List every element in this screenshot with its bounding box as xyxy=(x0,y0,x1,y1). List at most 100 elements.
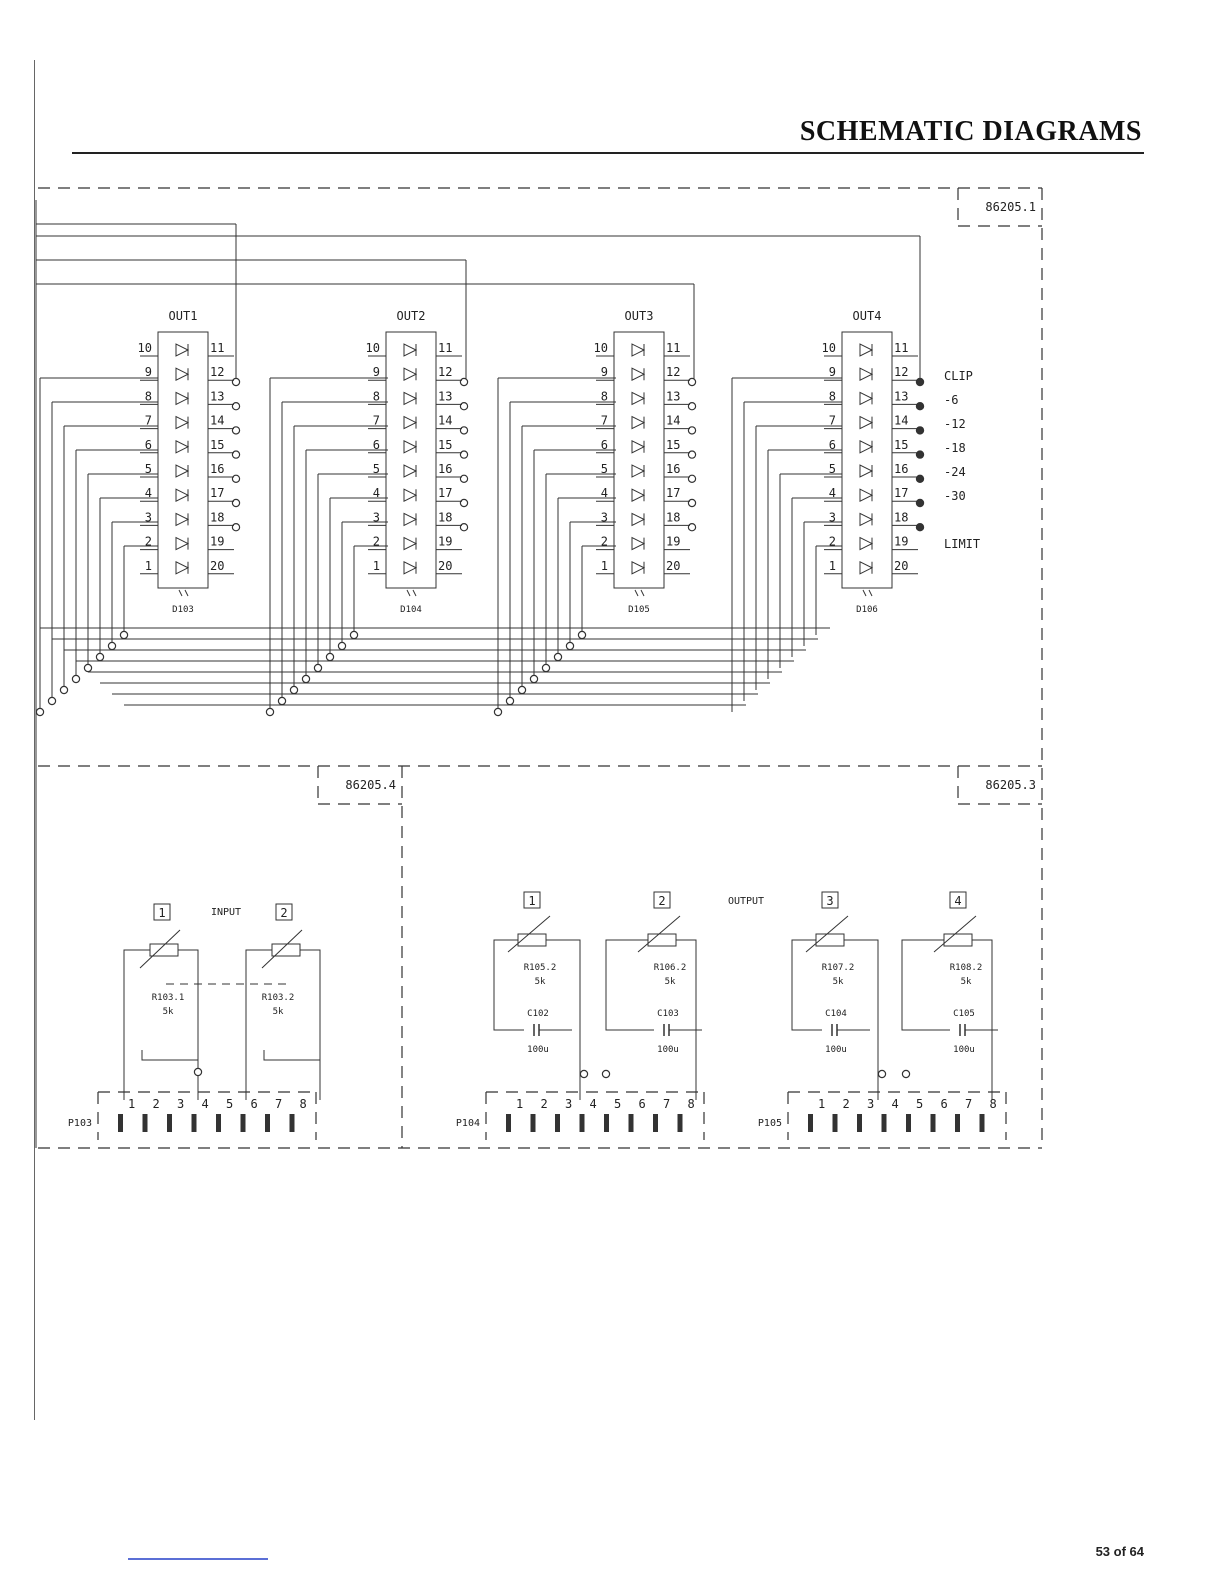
pin-label: 2 xyxy=(601,535,608,549)
pin-label: 20 xyxy=(210,559,224,573)
connector-pin-label: 1 xyxy=(516,1097,523,1111)
pin-label: 6 xyxy=(601,438,608,452)
junction-dot xyxy=(493,707,503,717)
connector-pin xyxy=(142,1114,148,1132)
pot-value: 5k xyxy=(961,977,972,987)
pot-value: 5k xyxy=(665,977,676,987)
pin-label: 7 xyxy=(373,414,380,428)
board-tag-top: 86205.1 xyxy=(957,188,1042,227)
output-section: 1R105.25kC102100u2R106.25kC103100u3R107.… xyxy=(456,891,1007,1140)
pot-ref: R105.2 xyxy=(524,963,557,973)
led-diode xyxy=(175,488,190,503)
pot-ref: R108.2 xyxy=(950,963,983,973)
led-diode xyxy=(631,343,646,357)
pin-label: 15 xyxy=(438,438,452,452)
junction-dot xyxy=(687,377,697,387)
junction-dot xyxy=(459,523,469,532)
junction-dot xyxy=(915,402,925,411)
led-diode xyxy=(175,512,190,527)
junction-dot xyxy=(325,652,335,662)
connector-pin-label: 4 xyxy=(590,1097,597,1111)
wire xyxy=(493,939,524,1031)
pin-label: 8 xyxy=(373,389,380,403)
level-label-1: CLIP xyxy=(944,369,973,383)
junction-dot xyxy=(915,426,925,435)
pin-label: 17 xyxy=(894,486,908,500)
led-array-ref: D104 xyxy=(400,605,422,615)
led-diode xyxy=(859,536,874,551)
led-diode xyxy=(403,488,418,503)
led-array-ref: D103 xyxy=(172,605,194,615)
junction-dot xyxy=(687,474,697,483)
led-diode xyxy=(859,464,874,478)
pin-label: 1 xyxy=(601,559,608,573)
junction-dot xyxy=(687,402,697,411)
pin-label: 17 xyxy=(438,486,452,500)
junction-dot xyxy=(193,1067,203,1077)
pot-value: 5k xyxy=(535,977,546,987)
pin-label: 14 xyxy=(438,414,452,428)
pin-label: 19 xyxy=(210,535,224,549)
connector-pin xyxy=(506,1114,511,1132)
pin-label: 7 xyxy=(145,414,152,428)
connector-pin-label: 5 xyxy=(916,1097,923,1111)
led-diode xyxy=(403,367,418,382)
pin-label: 1 xyxy=(145,559,152,573)
wire xyxy=(141,1050,198,1061)
led-diode xyxy=(175,560,190,575)
wire xyxy=(844,939,879,1100)
connector-pin xyxy=(628,1114,634,1132)
connector-pin-label: 8 xyxy=(990,1097,997,1111)
junction-dot xyxy=(517,685,527,695)
pin-label: 14 xyxy=(210,414,224,428)
input-label: INPUT xyxy=(211,907,241,918)
pin-label: 17 xyxy=(210,486,224,500)
pin-label: 4 xyxy=(829,486,836,500)
channel-box xyxy=(153,903,171,921)
junction-dot xyxy=(901,1069,911,1079)
connector-pin-label: 3 xyxy=(177,1097,184,1111)
led-diode xyxy=(175,343,190,357)
junction-dot xyxy=(119,630,129,640)
connector-pin xyxy=(979,1114,985,1132)
light-mark xyxy=(868,589,873,597)
wire xyxy=(263,1050,320,1061)
pin-label: 2 xyxy=(373,535,380,549)
footer-link-underline xyxy=(128,1558,268,1560)
channel-box xyxy=(275,903,293,921)
pin-label: 20 xyxy=(438,559,452,573)
led-diode xyxy=(403,464,418,478)
light-mark xyxy=(634,589,639,597)
pin-label: 3 xyxy=(145,510,152,524)
junction-dot xyxy=(301,674,311,684)
led-array-body xyxy=(613,331,665,589)
junction-dot xyxy=(459,450,469,459)
led-diode xyxy=(403,560,418,575)
connector-pin-label: 5 xyxy=(226,1097,233,1111)
connector-pin-label: 2 xyxy=(153,1097,160,1111)
board-tag-input-label: 86205.4 xyxy=(345,778,396,792)
led-array-body xyxy=(385,331,437,589)
pin-label: 2 xyxy=(145,535,152,549)
board-tag-output-label: 86205.3 xyxy=(985,778,1036,792)
pin-label: 14 xyxy=(666,414,680,428)
connector-pin-label: 7 xyxy=(663,1097,670,1111)
junction-dot xyxy=(529,674,539,684)
connector-label: P104 xyxy=(456,1118,480,1129)
pin-label: 8 xyxy=(829,389,836,403)
junction-dot xyxy=(687,450,697,459)
connector-pin xyxy=(881,1114,887,1132)
pin-label: 16 xyxy=(438,462,452,476)
pin-label: 18 xyxy=(210,510,224,524)
pin-label: 8 xyxy=(601,389,608,403)
cap-ref: C103 xyxy=(657,1009,679,1019)
connector-pin-label: 1 xyxy=(128,1097,135,1111)
